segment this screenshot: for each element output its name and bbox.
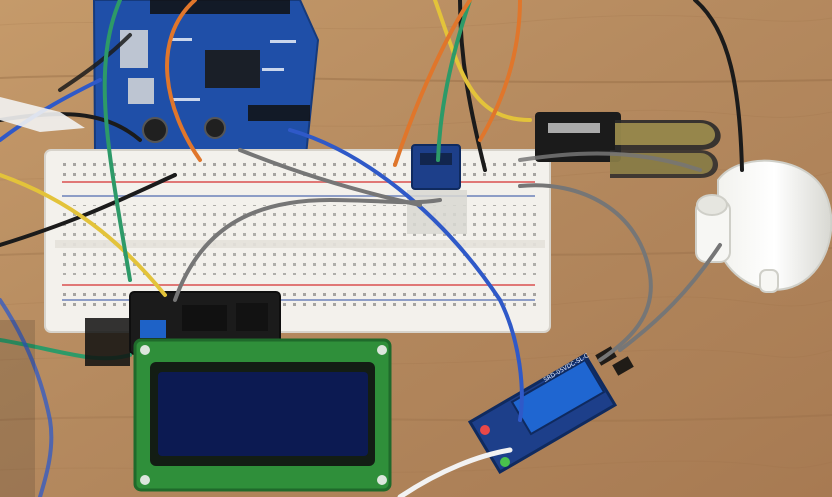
left-connectors bbox=[0, 97, 130, 497]
lcd-module bbox=[133, 338, 392, 492]
small-sensor-module bbox=[407, 144, 467, 234]
wires bbox=[0, 0, 744, 497]
arduino-board bbox=[92, 0, 320, 164]
soil-moisture-probe bbox=[535, 112, 721, 178]
water-pump bbox=[695, 159, 832, 293]
breadboard bbox=[44, 149, 551, 333]
